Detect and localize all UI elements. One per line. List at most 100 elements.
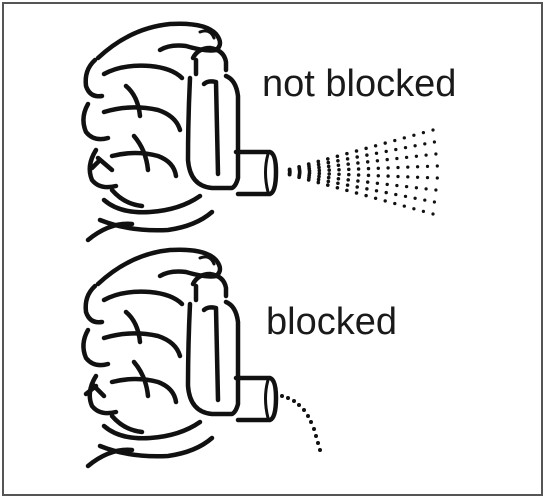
spray-dot [347, 172, 351, 177]
spray-dot [374, 151, 379, 156]
spray-dot [425, 175, 430, 180]
spray-dot [336, 181, 340, 186]
spray-dot [386, 174, 390, 178]
spray-dot [365, 187, 369, 191]
spray-dot [374, 189, 379, 193]
spray-dot [345, 183, 350, 187]
spray-dot [345, 157, 350, 161]
spray-dot [327, 172, 332, 176]
spray-dot [384, 190, 388, 195]
spray-dot [326, 164, 331, 169]
spray-dot [336, 159, 340, 163]
spray-dot [394, 192, 398, 197]
spray-dot [345, 151, 349, 156]
spray-dot [431, 128, 435, 132]
spray-dot [316, 162, 321, 167]
spray-dot [386, 166, 390, 170]
spray-dot [335, 186, 340, 190]
spray-dot [431, 212, 435, 216]
spray-dot [404, 184, 409, 189]
spray-dot [413, 196, 417, 200]
spray-dot [345, 188, 349, 193]
spray-dot [383, 141, 387, 145]
spray-dot [383, 199, 387, 203]
spray-dot [435, 164, 439, 168]
panel-not-blocked: not blocked [81, 21, 456, 243]
spray-dot [364, 193, 368, 198]
trickle-dot [292, 399, 296, 403]
spray-dot [347, 167, 351, 172]
spray-dot [316, 159, 321, 164]
spray-dot [317, 168, 322, 173]
spray-dot [354, 191, 359, 195]
spray-dot [414, 154, 419, 158]
spray-dot [336, 177, 341, 181]
trickle-dot [312, 427, 316, 431]
spray-dot [327, 168, 332, 172]
spray-dot [356, 173, 361, 177]
spray-dot [306, 178, 311, 182]
spray-dot [337, 168, 341, 172]
spray-dot [412, 133, 416, 137]
spray-dot [406, 175, 410, 179]
spray-dot [425, 164, 430, 169]
spray-dot [376, 174, 381, 178]
spray-dot [356, 167, 361, 171]
spray-dot [316, 180, 321, 185]
spray-dot [385, 182, 389, 187]
spray-dot [373, 144, 378, 148]
spray-dot [434, 152, 438, 156]
spray-dot [325, 157, 330, 161]
spray-dot [365, 180, 370, 184]
spray-dot [402, 136, 406, 140]
trickle-dot [316, 441, 320, 445]
spray-dot [354, 149, 359, 153]
spray-dot [412, 207, 416, 211]
spray-dot [375, 181, 380, 186]
spray-dot [421, 130, 426, 135]
spray-dot [297, 175, 301, 180]
spray-dot [317, 174, 321, 179]
spray-dot [325, 183, 330, 187]
spray-dot [435, 176, 439, 180]
spray-dot [423, 198, 427, 202]
spray-dot [415, 165, 420, 169]
spray-dot [337, 172, 341, 177]
spray-dot [432, 140, 436, 144]
spray-dot [375, 159, 380, 163]
trickle-dot [302, 408, 306, 412]
spray-trickle [280, 394, 322, 452]
spray-dot [326, 175, 331, 180]
trickle-dot [309, 420, 313, 424]
spray-dot [413, 144, 417, 148]
spray-dot [395, 156, 399, 161]
label-not-blocked: not blocked [262, 63, 456, 105]
spray-dot [385, 157, 389, 162]
spray-dot [317, 171, 322, 176]
spray-dot [364, 146, 368, 151]
spray-dot [423, 142, 427, 146]
spray-dot [356, 161, 360, 165]
spray-dot [335, 154, 340, 159]
spray-dot [406, 165, 410, 169]
spray-dot [355, 155, 359, 159]
spray-dot [414, 186, 419, 190]
trickle-dot [297, 403, 301, 407]
spray-dot [394, 147, 398, 152]
spray-dot [403, 145, 408, 150]
spray-dot [396, 165, 400, 170]
spray-dot [346, 178, 350, 182]
spray-dot [404, 155, 409, 160]
spray-dot [287, 172, 292, 177]
spray-dot [415, 175, 420, 179]
spray-dot [355, 185, 359, 189]
spray-dot [403, 194, 408, 199]
trickle-dot [314, 434, 318, 438]
trickle-dot [280, 394, 284, 398]
spray-dot [366, 173, 371, 178]
trickle-dot [286, 396, 290, 400]
spray-dot [365, 160, 370, 164]
label-blocked: blocked [266, 301, 397, 343]
spray-dot [384, 149, 388, 154]
